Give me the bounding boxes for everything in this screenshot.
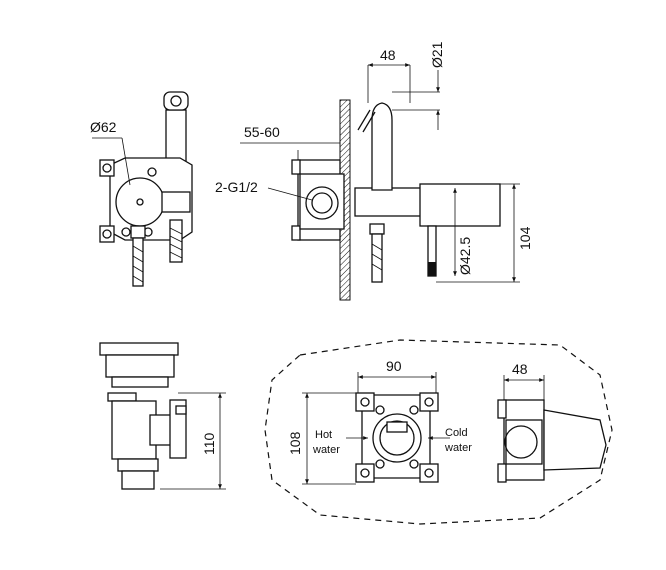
bottom-view: 110	[99, 342, 226, 490]
box-height-label: 108	[287, 431, 303, 455]
box-front-view: 90 108 Hot water Cold water	[287, 358, 472, 485]
flange-diameter-label: Ø62	[90, 119, 117, 135]
cold-water-label-line2: water	[444, 442, 472, 454]
detail-region	[264, 339, 613, 525]
hot-water-label-line2: water	[312, 444, 340, 456]
wall-range-label: 55-60	[244, 124, 280, 140]
cold-water-label-line1: Cold	[445, 427, 468, 439]
box-side-view: 48	[497, 361, 607, 483]
spout-offset-label: 48	[380, 47, 396, 63]
body-height-label: 104	[517, 226, 533, 250]
side-view: 55-60 2-G1/2 48 Ø21 Ø42.5 104	[215, 41, 533, 301]
hot-water-label-line1: Hot	[315, 429, 332, 441]
total-height-label: 110	[201, 432, 217, 455]
body-diameter-label: Ø42.5	[457, 237, 473, 275]
thread-label: 2-G1/2	[215, 179, 258, 195]
front-view: Ø62	[90, 91, 193, 287]
box-width-label: 90	[386, 358, 402, 374]
box-depth-label: 48	[512, 361, 528, 377]
hose-diameter-label: Ø21	[429, 41, 445, 68]
